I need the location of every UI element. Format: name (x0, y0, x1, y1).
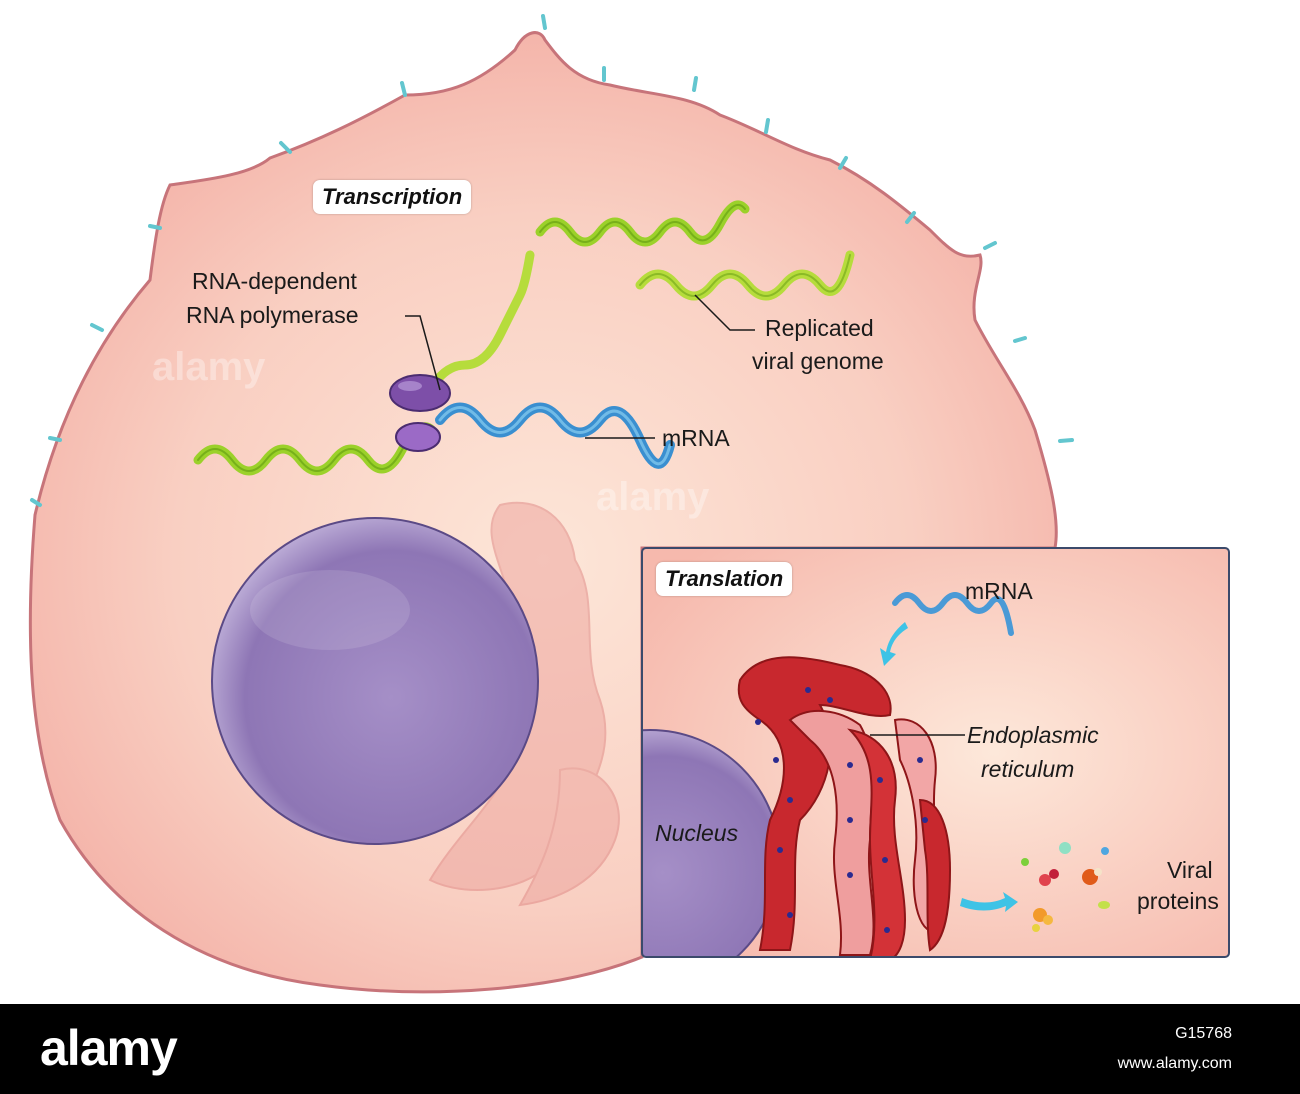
arrow-icon (960, 892, 1018, 912)
watermark: alamy (596, 475, 710, 519)
rna-polymerase (389, 374, 451, 452)
watermark: alamy (152, 345, 266, 389)
translation-inset (641, 547, 1230, 958)
site-url: www.alamy.com (1117, 1055, 1232, 1072)
nucleus (211, 517, 539, 845)
brand-logo: alamy (40, 1020, 178, 1076)
viral-proteins-label-line1: Viral (1167, 857, 1213, 883)
replicated-label-line2: viral genome (752, 348, 884, 374)
cell-diagram (28, 14, 1230, 994)
er-label-line2: reticulum (981, 756, 1075, 782)
endoplasmic-reticulum (737, 656, 952, 957)
nucleus-label: Nucleus (655, 820, 739, 846)
replicated-viral-genome (535, 200, 855, 301)
er-label-line1: Endoplasmic (967, 722, 1099, 748)
polymerase-label-line2: RNA polymerase (186, 302, 359, 328)
viral-proteins-label-line2: proteins (1137, 888, 1219, 914)
image-id: G15768 (1175, 1025, 1232, 1042)
mrna-translation-label: mRNA (965, 578, 1033, 604)
ribosomes (755, 687, 928, 933)
footer-bar: alamy G15768 www.alamy.com (0, 1004, 1300, 1094)
replicated-label-line1: Replicated (765, 315, 874, 341)
transcription-title: Transcription (313, 180, 472, 214)
inset-mrna (892, 592, 1014, 636)
transcription-strands (193, 250, 675, 476)
mrna-transcription-label: mRNA (662, 425, 730, 451)
translation-title: Translation (656, 562, 793, 596)
callout-lines (405, 294, 755, 439)
arrow-icon (880, 622, 908, 666)
membrane-spikes (30, 14, 1074, 507)
viral-protein-particles (1021, 842, 1110, 932)
polymerase-label-line1: RNA-dependent (192, 268, 357, 294)
